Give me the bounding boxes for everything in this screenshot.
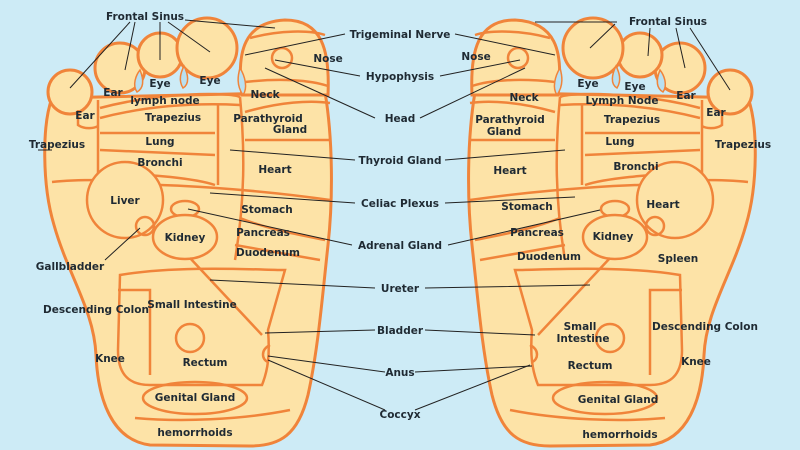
label-nose: Nose: [461, 51, 490, 63]
label-knee: Knee: [681, 356, 711, 368]
label-ureter: Ureter: [381, 283, 420, 295]
label-trapezius: Trapezius: [145, 112, 201, 124]
label-trapezius: Trapezius: [29, 139, 85, 151]
label-anus: Anus: [385, 367, 414, 379]
label-pancreas: Pancreas: [510, 227, 564, 239]
label-trapezius: Trapezius: [604, 114, 660, 126]
label-lymph-node: Lymph Node: [585, 95, 658, 107]
label-ear: Ear: [75, 110, 95, 122]
label-descending-colon: Descending Colon: [43, 304, 149, 316]
label-hemorrhoids: hemorrhoids: [157, 427, 232, 439]
label-hemorrhoids: hemorrhoids: [582, 429, 657, 441]
label-neck: Neck: [509, 92, 539, 104]
label-small: Small: [564, 321, 597, 333]
label-lung: Lung: [605, 136, 634, 148]
label-frontal-sinus: Frontal Sinus: [629, 16, 707, 28]
label-genital-gland: Genital Gland: [155, 392, 235, 404]
label-heart: Heart: [646, 199, 679, 211]
label-lung: Lung: [145, 136, 174, 148]
label-pancreas: Pancreas: [236, 227, 290, 239]
label-eye: Eye: [624, 81, 645, 93]
label-stomach: Stomach: [501, 201, 553, 213]
label-ear: Ear: [676, 90, 696, 102]
center-labels: Trigeminal Nerve Hypophysis Head Thyroid…: [350, 29, 451, 421]
label-trigeminal-nerve: Trigeminal Nerve: [350, 29, 451, 41]
label-nose: Nose: [313, 53, 342, 65]
label-eye: Eye: [149, 78, 170, 90]
label-heart: Heart: [258, 164, 291, 176]
label-frontal-sinus: Frontal Sinus: [106, 11, 184, 23]
label-hypophysis: Hypophysis: [366, 71, 434, 83]
label-lymph-node: lymph node: [130, 95, 199, 107]
label-knee: Knee: [95, 353, 125, 365]
label-adrenal-gland: Adrenal Gland: [358, 240, 442, 252]
left-foot-labels: Frontal Sinus Ear Eye Eye lymph node Ear…: [29, 11, 343, 439]
label-small-intestine: Small Intestine: [147, 299, 236, 311]
label-intestine: Intestine: [557, 333, 610, 345]
label-heart: Heart: [493, 165, 526, 177]
label-spleen: Spleen: [658, 253, 698, 265]
label-descending-colon: Descending Colon: [652, 321, 758, 333]
label-trapezius: Trapezius: [715, 139, 771, 151]
label-eye: Eye: [199, 75, 220, 87]
label-neck: Neck: [250, 89, 280, 101]
label-genital-gland: Genital Gland: [578, 394, 658, 406]
label-head: Head: [385, 113, 416, 125]
label-bronchi: Bronchi: [613, 161, 658, 173]
label-parathyroid: Parathyroid: [233, 113, 303, 125]
right-foot-labels: Frontal Sinus Nose Eye Eye Ear Lymph Nod…: [461, 16, 771, 441]
label-coccyx: Coccyx: [380, 409, 421, 421]
label-stomach: Stomach: [241, 204, 293, 216]
label-gland: Gland: [273, 124, 307, 136]
label-eye: Eye: [577, 78, 598, 90]
label-celiac-plexus: Celiac Plexus: [361, 198, 439, 210]
label-bladder: Bladder: [377, 325, 424, 337]
label-rectum: Rectum: [568, 360, 613, 372]
label-duodenum: Duodenum: [517, 251, 581, 263]
label-ear: Ear: [103, 87, 123, 99]
label-kidney: Kidney: [593, 231, 634, 243]
label-gallbladder: Gallbladder: [36, 261, 105, 273]
label-liver: Liver: [110, 195, 140, 207]
label-duodenum: Duodenum: [236, 247, 300, 259]
label-gland: Gland: [487, 126, 521, 138]
label-rectum: Rectum: [183, 357, 228, 369]
label-parathyroid: Parathyroid: [475, 114, 545, 126]
label-thyroid-gland: Thyroid Gland: [359, 155, 442, 167]
label-kidney: Kidney: [165, 232, 206, 244]
label-ear: Ear: [706, 107, 726, 119]
label-bronchi: Bronchi: [137, 157, 182, 169]
leader-lines: [38, 19, 731, 411]
